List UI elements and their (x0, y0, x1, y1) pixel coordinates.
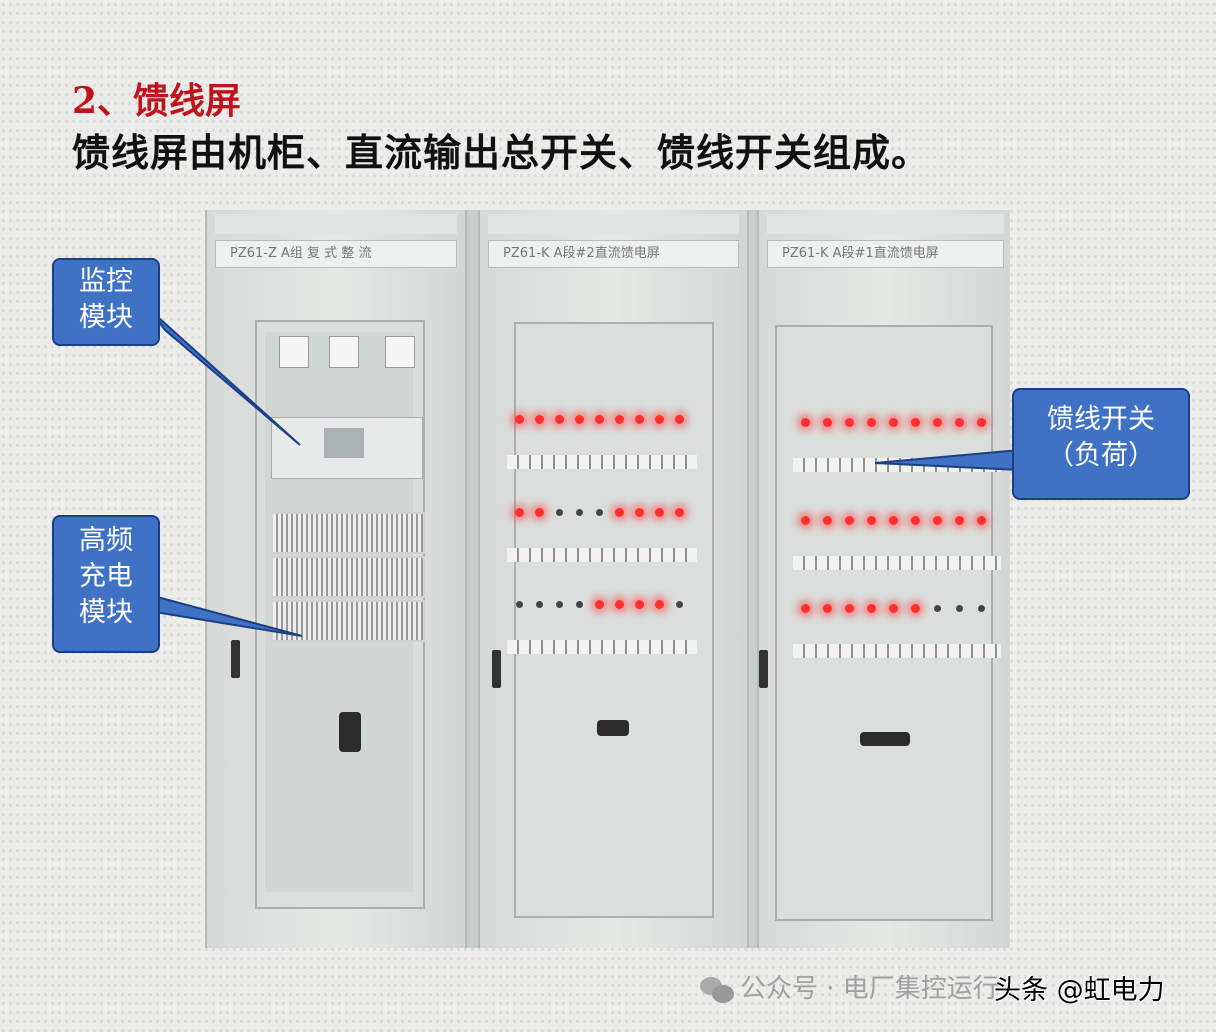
cabinet-nameplate: PZ61-K A段#1直流馈电屏 (767, 240, 1004, 268)
callout-charger-module: 高频充电模块 (52, 515, 160, 653)
indicator-led (911, 516, 920, 525)
indicator-led (615, 600, 624, 609)
wechat-icon (700, 976, 734, 1003)
indicator-led (655, 600, 664, 609)
door-handle (759, 650, 768, 688)
cabinet-nameplate: PZ61-K A段#2直流馈电屏 (488, 240, 739, 268)
callout-feeder-switch: 馈线开关 （负荷） (1012, 388, 1190, 500)
breaker-row (793, 556, 1001, 570)
door-handle (231, 640, 240, 678)
cabinet-charger: PZ61-Z A组 复 式 整 流 (205, 210, 467, 948)
indicator-led (575, 415, 584, 424)
indicator-led (955, 418, 964, 427)
indicator-led (867, 418, 876, 427)
slide-heading: 2、馈线屏 (72, 80, 242, 122)
indicator-off (536, 601, 543, 608)
indicator-led (845, 418, 854, 427)
cabinet-top-strip (767, 214, 1004, 234)
cabinet-top-strip (215, 214, 457, 234)
indicator-led (635, 508, 644, 517)
meter (329, 336, 359, 368)
indicator-led (955, 516, 964, 525)
indicator-led (889, 516, 898, 525)
indicator-led (655, 415, 664, 424)
breaker-row (507, 548, 697, 562)
indicator-led (889, 418, 898, 427)
indicator-led (845, 604, 854, 613)
breaker-row (507, 640, 697, 654)
cabinet-photo: PZ61-Z A组 复 式 整 流 PZ61-K A段#2直流馈电屏 PZ61-… (205, 210, 1010, 948)
monitor-module (271, 417, 423, 479)
indicator-led (675, 415, 684, 424)
indicator-led (595, 415, 604, 424)
cabinet-door (255, 320, 425, 909)
indicator-off (576, 601, 583, 608)
main-switch-handle (339, 712, 361, 752)
indicator-led (615, 415, 624, 424)
indicator-led (635, 600, 644, 609)
indicator-led (801, 418, 810, 427)
cabinet-nameplate: PZ61-Z A组 复 式 整 流 (215, 240, 457, 268)
indicator-led (823, 418, 832, 427)
indicator-off (676, 601, 683, 608)
indicator-led (823, 516, 832, 525)
indicator-led (977, 516, 986, 525)
indicator-off (978, 605, 985, 612)
indicator-led (845, 516, 854, 525)
indicator-led (867, 604, 876, 613)
indicator-led (555, 415, 564, 424)
indicator-led (515, 415, 524, 424)
indicator-led (867, 516, 876, 525)
indicator-led (911, 418, 920, 427)
indicator-off (516, 601, 523, 608)
breaker-row (793, 644, 1001, 658)
charger-module (271, 512, 425, 554)
main-switch-handle (860, 732, 910, 746)
door-handle (492, 650, 501, 688)
callout-text: 馈线开关 (1047, 404, 1155, 435)
callout-text: 模块 (79, 302, 133, 333)
indicator-off (956, 605, 963, 612)
indicator-led (535, 415, 544, 424)
indicator-led (615, 508, 624, 517)
callout-text: 高频 (79, 525, 133, 556)
indicator-led (675, 508, 684, 517)
callout-text: 充电 (79, 561, 133, 592)
meter (385, 336, 415, 368)
indicator-led (595, 600, 604, 609)
toutiao-watermark: 头条 @虹电力 (994, 975, 1165, 1006)
callout-monitor-module: 监控模块 (52, 258, 160, 346)
indicator-led (977, 418, 986, 427)
callout-text: 模块 (79, 597, 133, 628)
indicator-led (801, 516, 810, 525)
indicator-led (889, 604, 898, 613)
indicator-led (933, 418, 942, 427)
indicator-off (596, 509, 603, 516)
breaker-row (507, 455, 697, 469)
callout-text: 监控 (79, 266, 133, 297)
indicator-led (823, 604, 832, 613)
wechat-watermark: 公众号 · 电厂集控运行 (700, 968, 999, 1005)
wechat-watermark-text: 公众号 · 电厂集控运行 (740, 974, 999, 1004)
cabinet-feeder-2: PZ61-K A段#2直流馈电屏 (478, 210, 749, 948)
cabinet-top-strip (488, 214, 739, 234)
slide-subheading: 馈线屏由机柜、直流输出总开关、馈线开关组成。 (72, 130, 931, 175)
indicator-off (556, 509, 563, 516)
indicator-led (911, 604, 920, 613)
charger-module (271, 556, 425, 598)
indicator-off (556, 601, 563, 608)
indicator-off (934, 605, 941, 612)
indicator-led (535, 508, 544, 517)
indicator-led (801, 604, 810, 613)
indicator-led (635, 415, 644, 424)
callout-text: （负荷） (1047, 440, 1155, 471)
main-switch-handle (597, 720, 629, 736)
indicator-led (515, 508, 524, 517)
indicator-led (655, 508, 664, 517)
meter (279, 336, 309, 368)
indicator-off (576, 509, 583, 516)
indicator-led (933, 516, 942, 525)
